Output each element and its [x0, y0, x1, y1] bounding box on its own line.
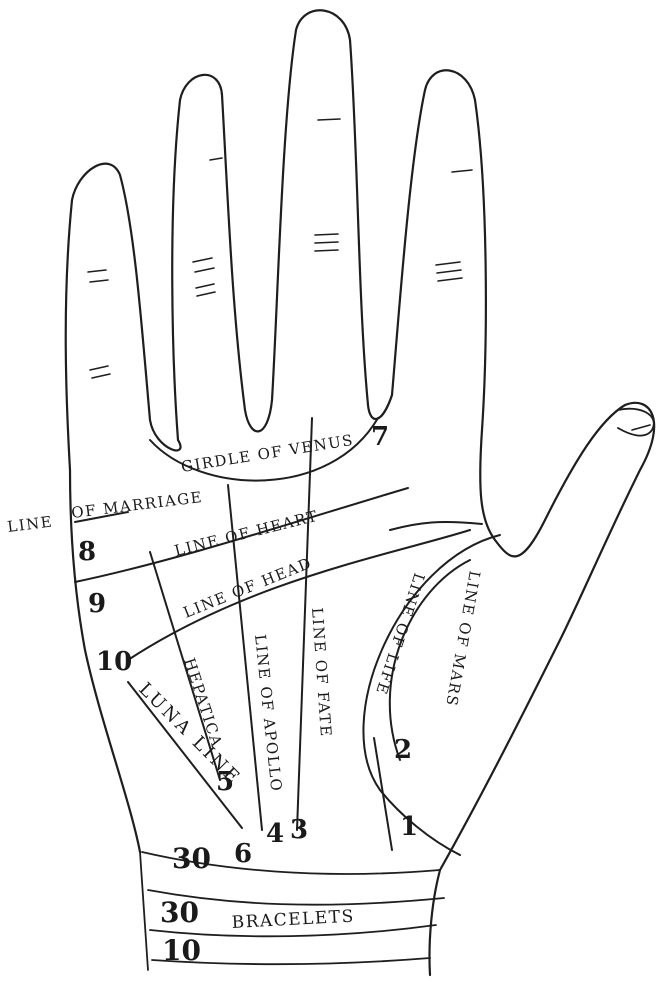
palm-lines	[75, 418, 500, 855]
line-of-life-label: LINE OF LIFE	[372, 571, 429, 698]
bracelets-label: BRACELETS	[231, 907, 355, 933]
line-of-marriage-prefix: LINE	[6, 513, 54, 536]
palm-crease-edge	[390, 522, 482, 530]
number-1: 1	[400, 812, 418, 842]
number-2: 2	[394, 735, 412, 765]
number-4: 4	[266, 819, 284, 849]
number-30-lower: 30	[160, 896, 199, 929]
number-5: 5	[216, 767, 234, 797]
number-10-wrist: 10	[162, 934, 201, 967]
number-7: 7	[371, 422, 389, 452]
line-of-mars-label: LINE OF MARS	[442, 569, 484, 708]
line-of-head-label: LINE OF HEAD	[181, 554, 315, 622]
line-of-marriage-label: OF MARRIAGE	[70, 488, 204, 522]
number-10-palm: 10	[96, 647, 132, 677]
mars-branch	[374, 738, 392, 850]
number-3: 3	[290, 815, 308, 845]
line-of-fate-label: LINE OF FATE	[308, 607, 335, 738]
thumb-nail	[618, 409, 654, 436]
number-30-upper: 30	[172, 842, 211, 875]
girdle-of-venus-label: GIRDLE OF VENUS	[180, 431, 355, 476]
number-9: 9	[88, 589, 106, 619]
line-of-heart-label: LINE OF HEART	[173, 507, 321, 560]
hand-outline	[66, 10, 654, 975]
number-8: 8	[78, 537, 96, 567]
number-6: 6	[234, 839, 252, 869]
